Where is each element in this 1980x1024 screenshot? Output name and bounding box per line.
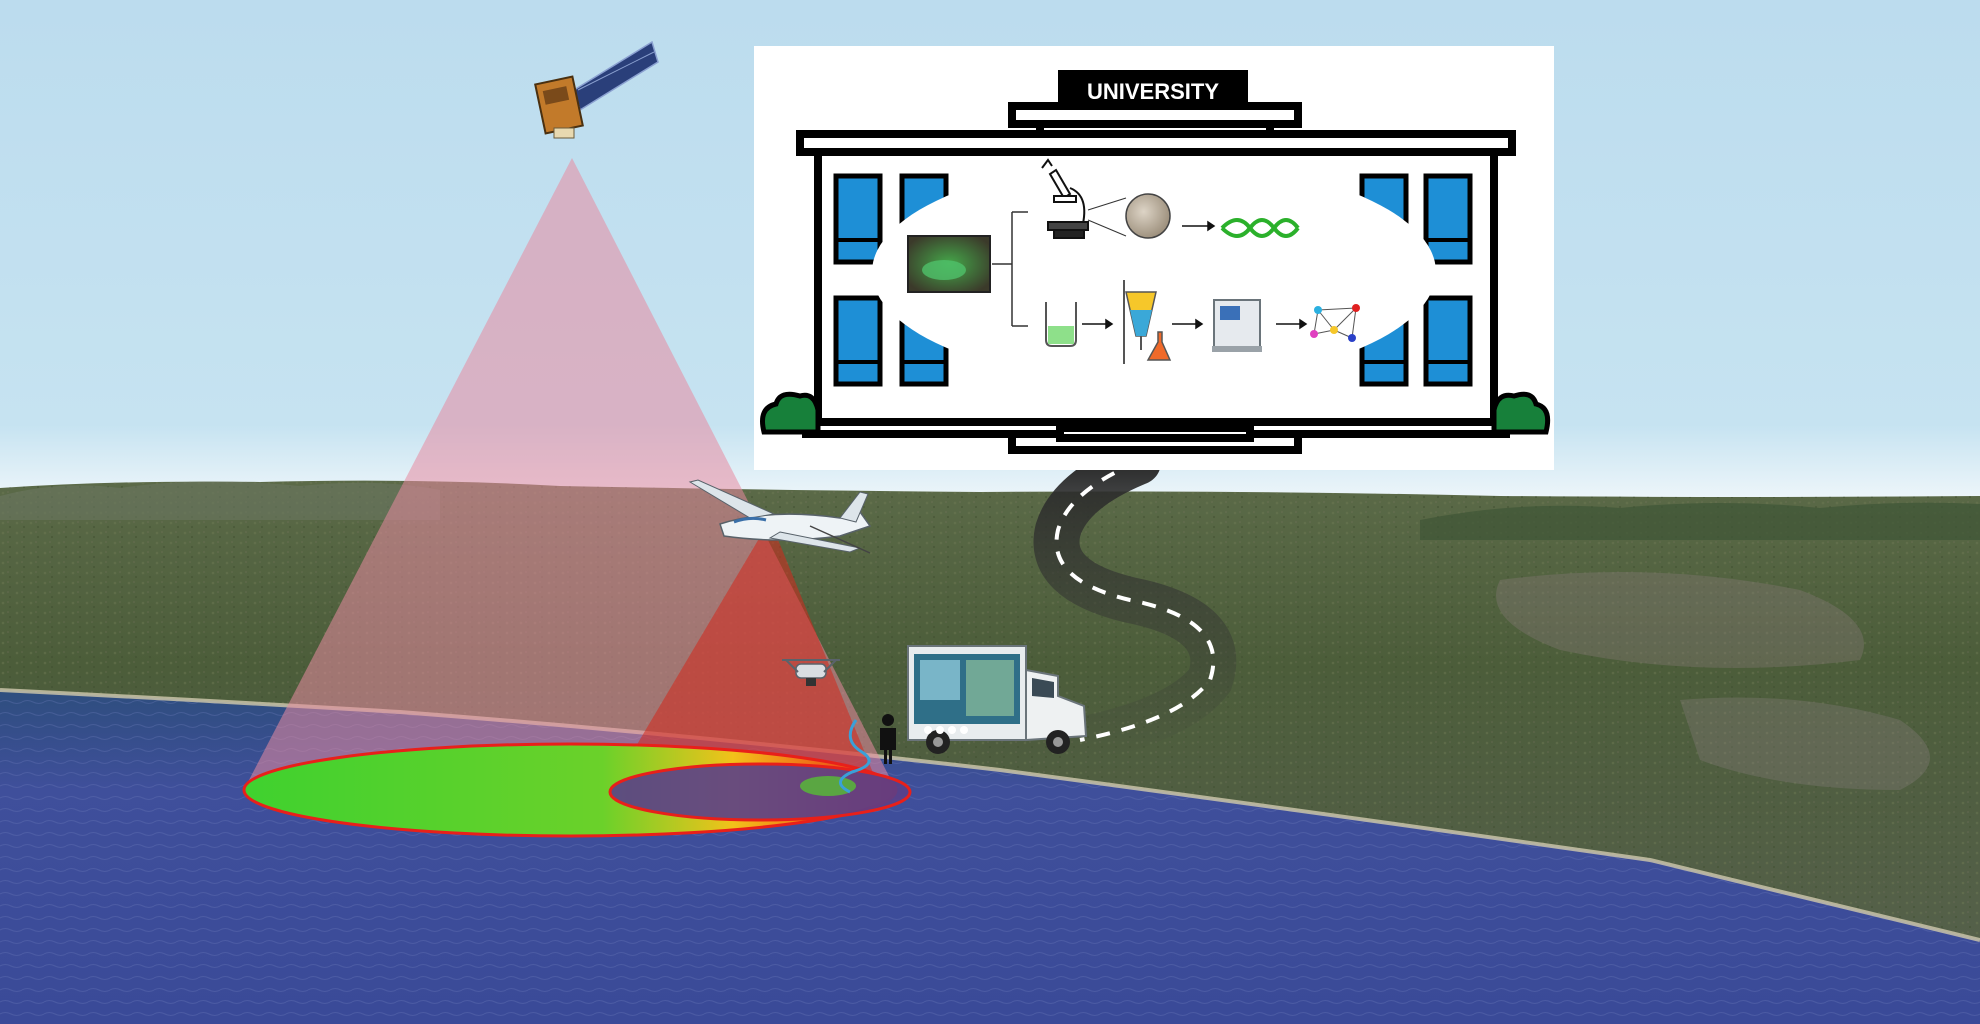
mountain-ridge bbox=[0, 481, 440, 520]
university-label: UNIVERSITY bbox=[1087, 79, 1219, 104]
mass-spectrometer-icon bbox=[1212, 300, 1262, 352]
heatmap-footprint bbox=[244, 744, 910, 836]
university-panel: UNIVERSITY bbox=[754, 46, 1554, 470]
beaker-icon bbox=[1046, 302, 1076, 346]
mountain-ridge bbox=[1420, 503, 1980, 540]
cell-image-icon bbox=[1126, 194, 1170, 238]
sample-photo-icon bbox=[908, 236, 990, 292]
